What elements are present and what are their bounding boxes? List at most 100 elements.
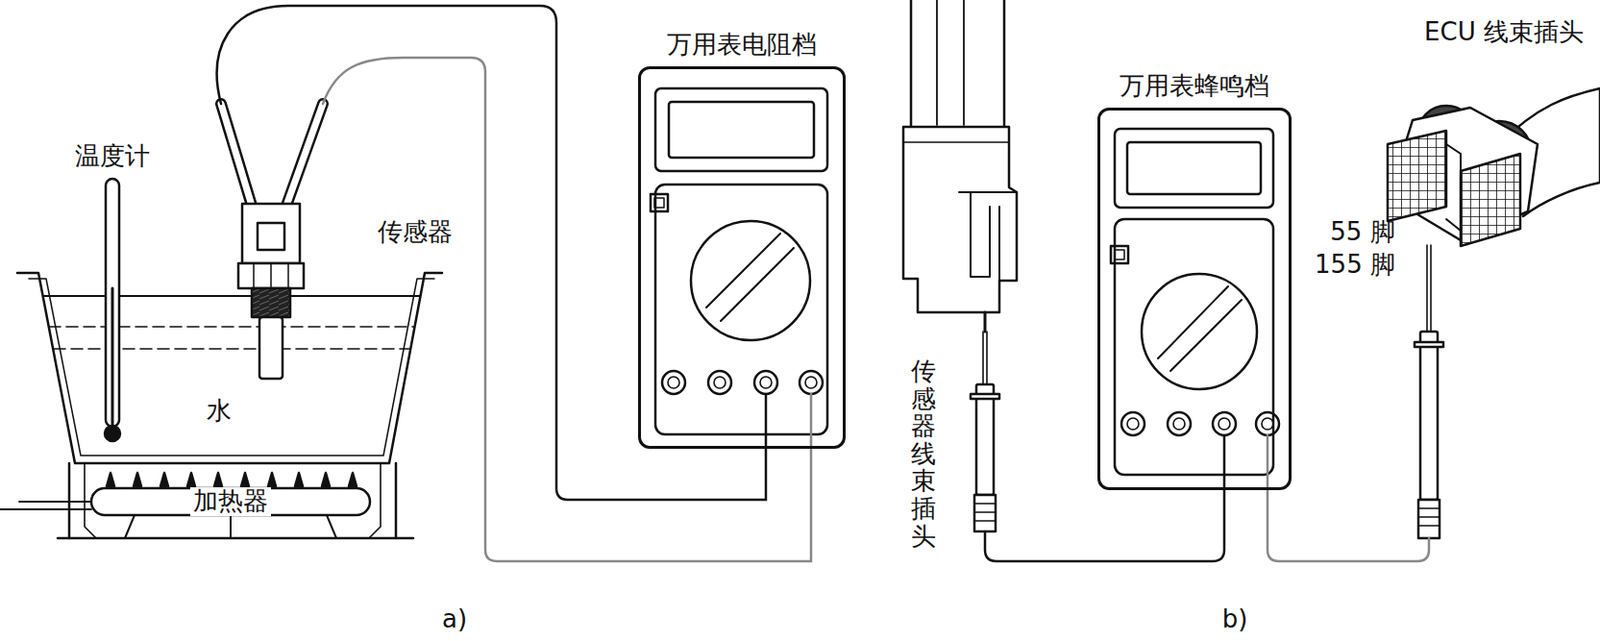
temperature-sensor	[242, 203, 300, 264]
temperature-sensor	[251, 288, 291, 318]
test-lead	[217, 5, 766, 500]
part-label: 传感器	[374, 218, 456, 247]
multimeter-face	[655, 88, 828, 172]
test-probe	[974, 503, 996, 521]
heater-stand	[124, 515, 337, 539]
part-label: 温度计	[72, 142, 153, 172]
water-pot	[49, 325, 415, 328]
heater-stand	[69, 463, 396, 539]
meter-mode-label: 万用表电阻档	[664, 27, 820, 62]
heater-stand	[91, 488, 370, 516]
multimeter-face	[1157, 286, 1242, 371]
meter-terminal	[805, 376, 817, 389]
test-probe	[974, 494, 996, 532]
part-label: 传感器线束插头	[910, 355, 936, 552]
temperature-sensor	[221, 103, 323, 379]
thermometer	[104, 178, 121, 442]
multimeter-face	[650, 194, 668, 212]
part-label: 加热器	[190, 487, 271, 517]
meter-terminal	[1212, 412, 1236, 436]
temperature-sensor	[221, 103, 252, 206]
meter-terminal	[1218, 418, 1231, 430]
multimeter-body: 万用表电阻档	[638, 66, 846, 449]
test-probe	[1427, 245, 1431, 332]
harness-plug	[910, 0, 1005, 127]
burner-nozzle	[295, 472, 303, 487]
burner-nozzle	[321, 472, 330, 487]
water-pot	[17, 272, 443, 464]
water-pot	[28, 278, 435, 456]
multimeter-face	[1127, 142, 1261, 195]
burner-nozzle	[187, 472, 196, 487]
temperature-sensor	[253, 263, 289, 289]
thermometer	[111, 288, 115, 429]
multimeter-face	[654, 197, 665, 208]
illustration	[0, 0, 1600, 539]
multimeter-face	[690, 221, 811, 341]
harness-plug	[984, 312, 987, 332]
ecu-connector	[1387, 130, 1447, 222]
thermometer	[104, 425, 121, 442]
harness-plug	[903, 141, 1010, 144]
meter-terminal	[1121, 412, 1145, 436]
multimeter-face	[1110, 128, 1274, 475]
part-label: 水	[203, 396, 235, 426]
multimeter-face	[655, 184, 828, 435]
burner-nozzle	[133, 472, 142, 487]
meter-terminal	[1255, 412, 1280, 436]
subfigure-label: a)	[439, 605, 470, 635]
multimeter-face	[1110, 246, 1129, 264]
heater-stand	[57, 537, 414, 541]
test-lead	[1267, 435, 1429, 562]
test-probe	[970, 331, 1000, 532]
pin-label: 155 脚	[1311, 250, 1399, 280]
heater-stand	[0, 501, 92, 510]
ecu-connector	[1387, 88, 1600, 247]
multimeter-face	[1114, 249, 1125, 260]
multimeter-face	[1141, 273, 1257, 390]
test-probe	[1418, 499, 1440, 539]
harness-plug	[936, 0, 964, 125]
meter-terminal	[799, 370, 823, 394]
test-lead	[984, 435, 1225, 562]
water-pot	[17, 272, 443, 464]
meter-mode-label: 万用表蜂鸣档	[1116, 69, 1273, 103]
multimeter-face	[650, 88, 828, 435]
subfigure-label: b)	[1219, 605, 1252, 635]
temperature-sensor	[259, 317, 283, 379]
multimeter-face	[1114, 219, 1274, 475]
test-probe	[1420, 331, 1438, 500]
ecu-connector	[1460, 153, 1521, 247]
meter-terminal	[713, 376, 726, 389]
burner-nozzle	[160, 472, 169, 487]
heater-stand	[0, 463, 414, 539]
water-pot	[43, 295, 420, 297]
temperature-sensor	[238, 263, 304, 289]
burner-nozzle	[268, 472, 276, 487]
pin-label: 55 脚	[1327, 218, 1398, 247]
meter-terminal	[708, 370, 732, 394]
multimeter-face	[668, 101, 814, 158]
harness-plug	[903, 126, 1017, 313]
harness-plug	[959, 192, 1017, 281]
temperature-sensor	[221, 103, 252, 206]
meter-terminal	[754, 370, 778, 394]
part-label: ECU 线束插头	[1421, 18, 1587, 48]
temperature-sensor	[286, 103, 323, 206]
burner-nozzle	[348, 472, 357, 487]
meter-terminal	[760, 376, 772, 389]
temperature-sensor	[286, 103, 323, 206]
burner-nozzle	[241, 472, 249, 487]
meter-terminal	[1167, 412, 1191, 436]
meter-terminal	[662, 370, 823, 394]
meter-terminal	[1173, 418, 1185, 430]
heater-stand	[84, 463, 381, 539]
test-probe	[1414, 342, 1444, 347]
meter-terminal	[1121, 412, 1280, 436]
burner-nozzle	[106, 472, 115, 487]
test-lead	[322, 57, 812, 562]
meter-terminal	[1127, 418, 1139, 430]
multimeter-body: 万用表蜂鸣档	[1097, 107, 1292, 491]
harness-plug	[903, 0, 1017, 332]
